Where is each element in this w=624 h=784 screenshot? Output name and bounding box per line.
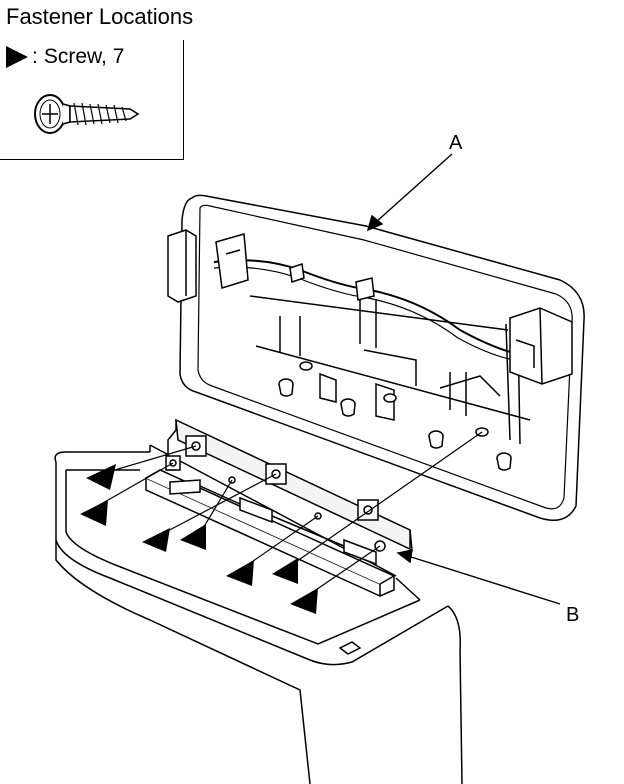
page-title: Fastener Locations [6, 4, 194, 29]
standoff-bosses [278, 361, 512, 471]
cover-panel [167, 194, 585, 521]
screw-arrow-1 [86, 464, 116, 490]
fastener-arrows [80, 464, 318, 614]
callout-label-b: B [566, 604, 580, 626]
leader-arrowhead-a [366, 214, 384, 232]
screw-arrow-4 [180, 524, 206, 550]
screw-arrow-7 [290, 588, 318, 614]
legend-row: : Screw, 7 [6, 44, 124, 70]
callout-leaders [366, 153, 561, 605]
mounting-base [54, 444, 463, 784]
screw-arrow-2 [80, 500, 108, 526]
fastener-lines [93, 431, 483, 595]
screw-icon [34, 94, 140, 134]
callout-label-a: A [449, 132, 463, 154]
hinge-bracket [145, 418, 413, 598]
legend-box: : Screw, 7 [0, 40, 184, 160]
screw-arrow-3 [142, 528, 170, 552]
legend-label: Screw, 7 [43, 45, 125, 68]
screw-arrow-6 [272, 558, 298, 584]
fastener-arrow-icon [6, 46, 28, 68]
screw-arrow-5 [226, 560, 254, 586]
leader-arrowhead-b [396, 549, 413, 564]
legend-separator: : [32, 45, 38, 68]
